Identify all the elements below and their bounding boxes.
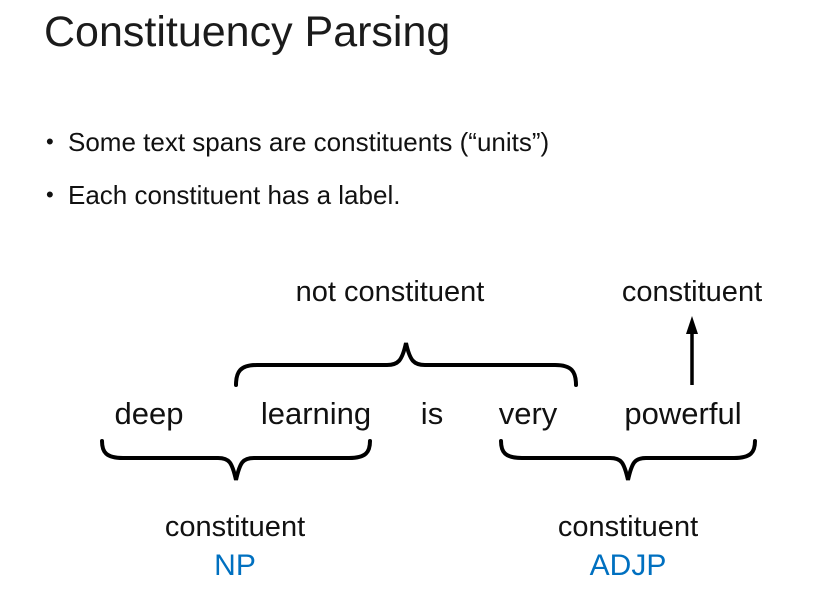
bullet-text: Each constituent has a label. xyxy=(68,180,401,210)
bullet-list: • Some text spans are constituents (“uni… xyxy=(46,126,549,232)
constituent-bottom-left-label: constituent xyxy=(164,511,306,543)
bullet-item: • Each constituent has a label. xyxy=(46,179,549,211)
bullet-glyph: • xyxy=(46,129,54,154)
np-tag: NP xyxy=(214,549,256,582)
curly-brace-over-icon xyxy=(234,342,578,387)
sentence-word: is xyxy=(420,396,444,431)
curly-brace-under-icon xyxy=(499,439,757,481)
not-constituent-label: not constituent xyxy=(295,276,485,308)
up-arrow-icon xyxy=(686,316,698,385)
curly-brace-under-icon xyxy=(100,439,372,481)
sentence-word: learning xyxy=(260,396,372,431)
constituent-top-label: constituent xyxy=(621,276,763,308)
bullet-glyph: • xyxy=(46,182,54,207)
sentence-word: very xyxy=(498,396,558,431)
bullet-item: • Some text spans are constituents (“uni… xyxy=(46,126,549,158)
page-title: Constituency Parsing xyxy=(44,8,451,56)
constituent-bottom-right-label: constituent xyxy=(557,511,699,543)
adjp-tag: ADJP xyxy=(589,549,667,582)
bullet-text: Some text spans are constituents (“units… xyxy=(68,127,550,157)
sentence-word: powerful xyxy=(624,396,742,431)
sentence-word: deep xyxy=(114,396,184,431)
